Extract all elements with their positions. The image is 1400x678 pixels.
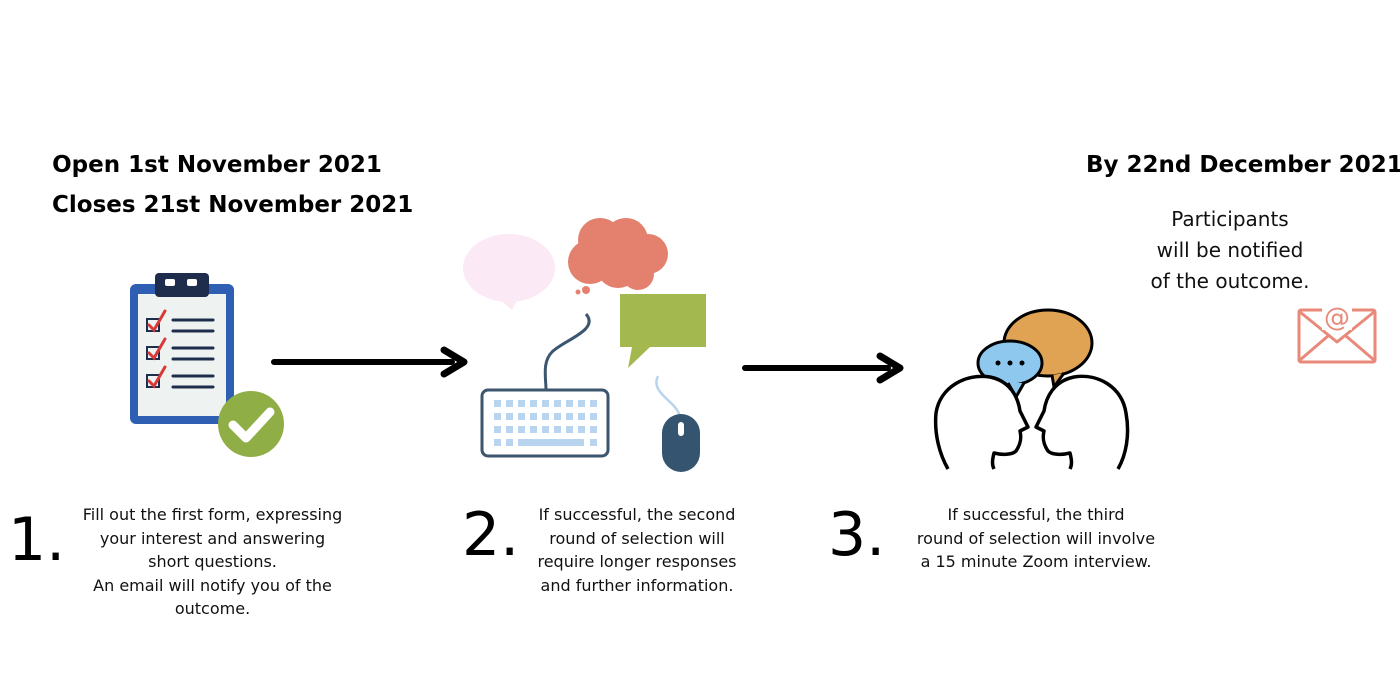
step-1-number: 1. <box>8 505 66 575</box>
keyboard-mouse-speech-bubbles-icon <box>463 218 706 472</box>
step-2-line: If successful, the second <box>538 505 736 524</box>
arrow-right-icon <box>742 352 904 384</box>
step-1-description: Fill out the first form, expressing your… <box>70 503 355 621</box>
clipboard-checklist-icon <box>130 273 284 457</box>
step-1-line: your interest and answering <box>99 528 326 548</box>
step-2-number: 2. <box>462 500 520 570</box>
notification-note: Participants will be notified of the out… <box>1130 204 1330 297</box>
notification-note-line: of the outcome. <box>1150 269 1310 293</box>
email-envelope-icon: @ <box>1297 302 1377 364</box>
step-1-line: outcome. <box>174 599 251 618</box>
open-date: Open 1st November 2021 <box>52 152 382 178</box>
step-3-number: 3. <box>828 500 886 570</box>
notification-note-line: Participants <box>1171 207 1289 231</box>
step-2-line: round of selection will <box>549 528 725 548</box>
step-3-line: If successful, the third <box>947 505 1125 524</box>
arrow-right-icon <box>271 346 468 378</box>
two-heads-conversation-icon <box>933 308 1130 470</box>
notification-note-line: will be notified <box>1156 238 1304 262</box>
step-1-line: short questions. <box>148 552 277 571</box>
step-3-line: a 15 minute Zoom interview. <box>920 552 1152 571</box>
step-1-line: Fill out the first form, expressing <box>82 505 343 524</box>
close-date: Closes 21st November 2021 <box>52 192 414 218</box>
svg-text:@: @ <box>1324 303 1350 333</box>
step-2-line: and further information. <box>540 575 734 595</box>
step-3-line: round of selection will involve <box>916 528 1156 548</box>
step-1-line: An email will notify you of the <box>93 575 332 595</box>
step-2-description: If successful, the second round of selec… <box>517 503 757 597</box>
step-3-description: If successful, the third round of select… <box>896 503 1176 574</box>
notification-deadline: By 22nd December 2021 <box>1086 152 1400 178</box>
step-2-line: require longer responses <box>537 552 737 571</box>
open-close-dates: Open 1st November 2021 Closes 21st Novem… <box>52 145 414 225</box>
